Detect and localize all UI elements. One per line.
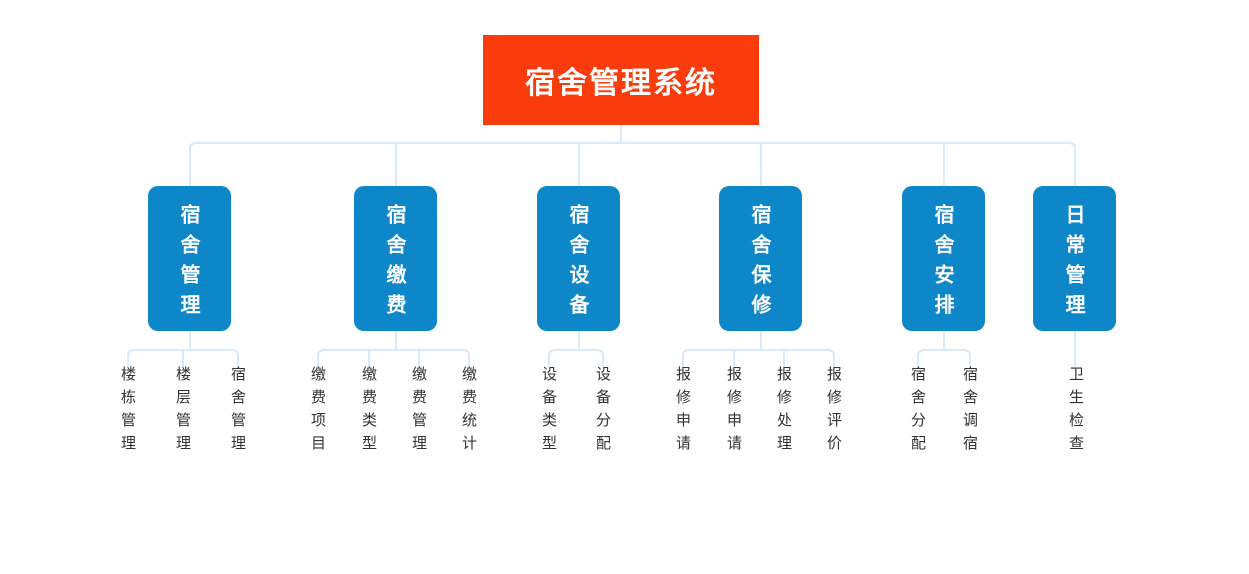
leaf-node[interactable]: 宿舍管理 (229, 366, 247, 458)
branch-label: 宿舍安排 (931, 203, 955, 324)
leaf-node[interactable]: 卫生检查 (1067, 366, 1085, 458)
branch-node-daily-management[interactable]: 日常管理 (1033, 186, 1116, 331)
branch-node-dorm-equipment[interactable]: 宿舍设备 (537, 186, 620, 331)
leaf-node[interactable]: 宿舍分配 (909, 366, 927, 458)
leaf-node[interactable]: 设备分配 (594, 366, 612, 458)
leaf-node[interactable]: 缴费统计 (460, 366, 478, 458)
leaf-node[interactable]: 报修处理 (775, 366, 793, 458)
branch-label: 宿舍保修 (748, 203, 772, 324)
leaf-node[interactable]: 缴费项目 (309, 366, 327, 458)
leaf-node[interactable]: 楼层管理 (174, 366, 192, 458)
root-node[interactable]: 宿舍管理系统 (483, 35, 759, 125)
branch-label: 日常管理 (1062, 203, 1086, 324)
branch-node-dorm-repair[interactable]: 宿舍保修 (719, 186, 802, 331)
leaf-node[interactable]: 缴费管理 (410, 366, 428, 458)
leaf-node[interactable]: 楼栋管理 (119, 366, 137, 458)
branch-label: 宿舍设备 (566, 203, 590, 324)
leaf-node[interactable]: 设备类型 (540, 366, 558, 458)
leaf-node[interactable]: 报修申请 (725, 366, 743, 458)
leaf-node[interactable]: 缴费类型 (360, 366, 378, 458)
branch-node-dorm-management[interactable]: 宿舍管理 (148, 186, 231, 331)
branch-node-dorm-payment[interactable]: 宿舍缴费 (354, 186, 437, 331)
leaf-node[interactable]: 宿舍调宿 (961, 366, 979, 458)
branch-label: 宿舍缴费 (383, 203, 407, 324)
branch-node-dorm-arrangement[interactable]: 宿舍安排 (902, 186, 985, 331)
leaf-node[interactable]: 报修评价 (825, 366, 843, 458)
branch-label: 宿舍管理 (177, 203, 201, 324)
leaf-node[interactable]: 报修申请 (674, 366, 692, 458)
